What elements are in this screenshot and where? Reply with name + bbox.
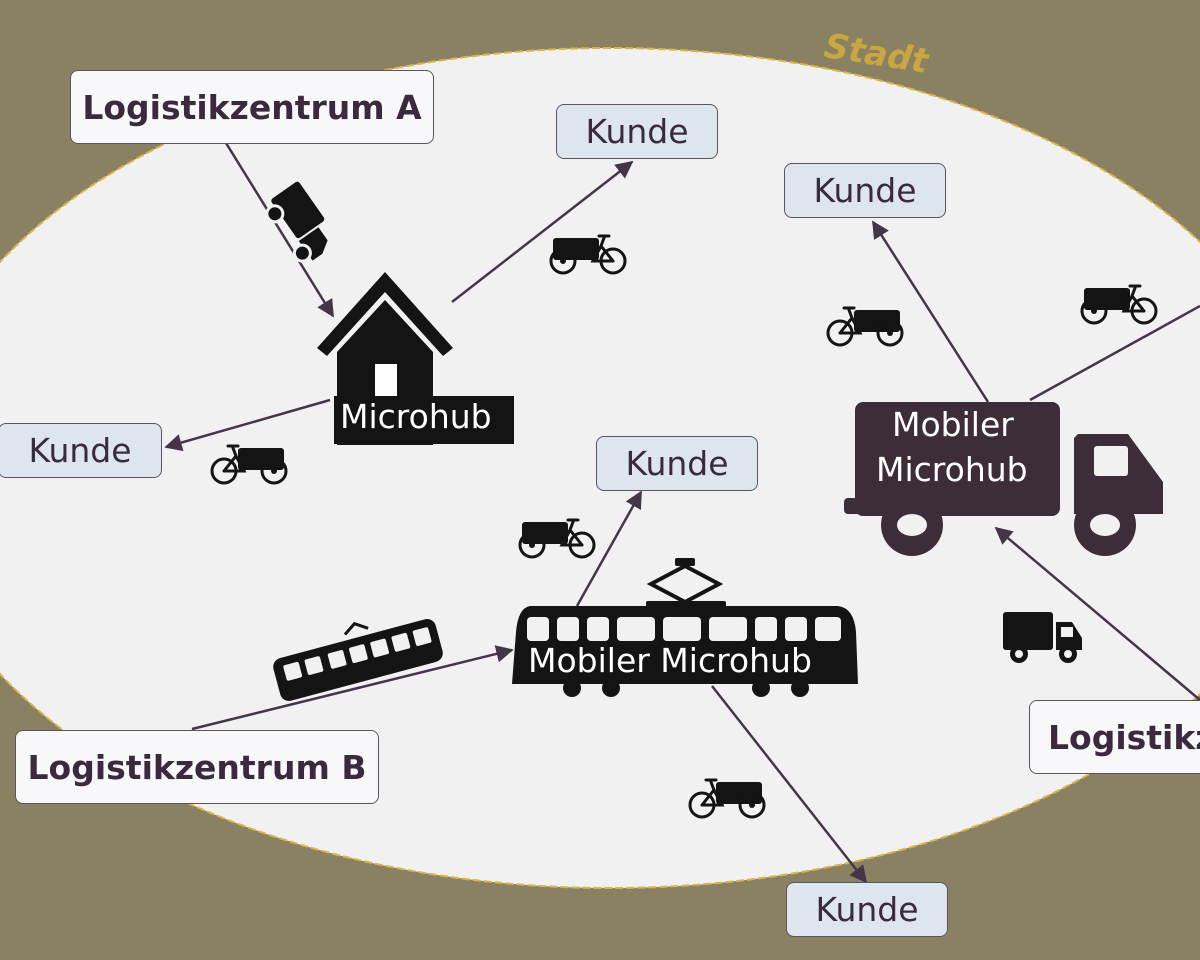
- house-icon: [317, 272, 514, 445]
- small-tram-icon: [273, 619, 443, 701]
- arrow-c-to-truck: [994, 526, 1200, 701]
- customer-box-2: Kunde: [784, 163, 946, 218]
- logistics-center-b: Logistikzentrum B: [15, 730, 379, 804]
- customer-box-1: Kunde: [556, 104, 718, 159]
- customer-box-4: Kunde: [0, 423, 162, 478]
- arrow-tram-to-kunde-5: [711, 685, 868, 884]
- arrow-truck-to-kunde-2: [871, 220, 990, 403]
- arrow-microhub-to-kunde-1: [451, 160, 634, 303]
- microhub-label: Microhub: [340, 397, 492, 436]
- mobile-truck-label-line1: Mobiler: [892, 405, 1014, 444]
- mobile-tram-label: Mobiler Microhub: [528, 641, 812, 680]
- customer-box-3: Kunde: [596, 436, 758, 491]
- arrow-truck-to-edge: [1029, 304, 1200, 402]
- arrow-tram-to-kunde-3: [575, 490, 643, 607]
- arrow-microhub-to-kunde-4: [164, 398, 331, 452]
- logistics-center-a: Logistikzentrum A: [70, 70, 434, 144]
- delivery-truck-icon: [265, 181, 328, 263]
- box-truck-icon: [1003, 612, 1082, 663]
- flow-arrows: [164, 142, 1200, 884]
- logistics-center-c: Logistikz: [1029, 700, 1200, 774]
- mobile-truck-icon: [844, 402, 1163, 556]
- mobile-truck-label-line2: Microhub: [876, 450, 1028, 489]
- arrow-a-to-microhub: [224, 142, 335, 318]
- customer-box-5: Kunde: [786, 882, 948, 937]
- tram-icon: [512, 558, 858, 697]
- arrow-b-to-tram: [191, 645, 514, 731]
